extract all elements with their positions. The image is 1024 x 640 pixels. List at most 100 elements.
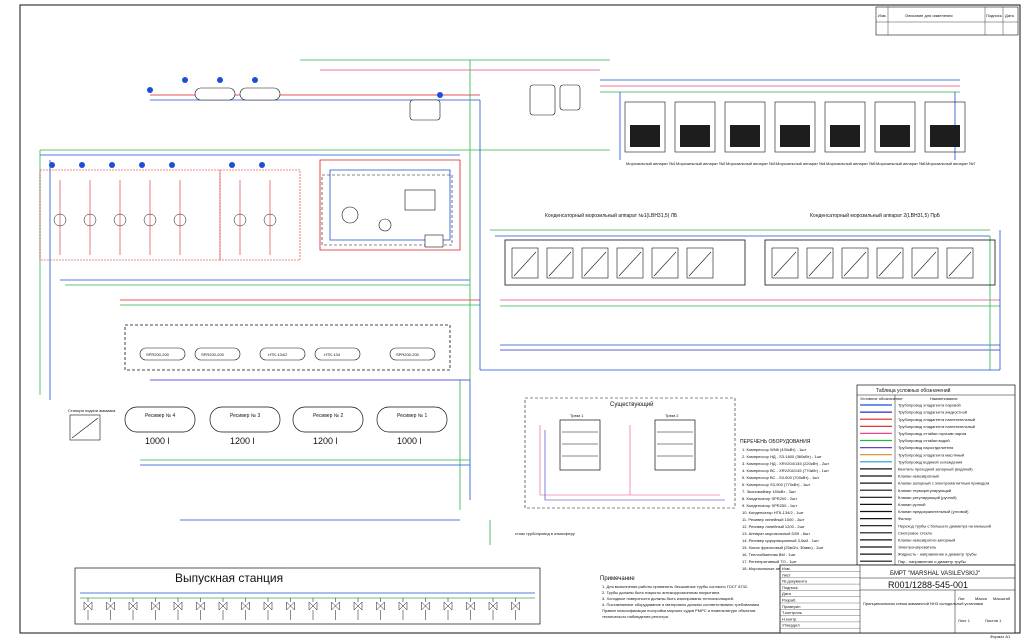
valve-icon (488, 601, 498, 611)
valve-icon (128, 601, 138, 611)
legend-item: Вентиль проходной запорный (водяной) (898, 467, 973, 472)
note-line: 3. Холодные поверхности должны быть изол… (602, 596, 734, 601)
equipment-item: 4. Компрессор ВС - XRV204/145 (770кВт) -… (742, 468, 829, 473)
freezer-unit: Морозильный аппарат №5 (824, 101, 876, 166)
scale-label: Масштаб (993, 596, 1011, 601)
condenser-label: HTK-134/2 (268, 352, 288, 357)
discharge-valve-row (83, 598, 520, 620)
receiver-name: Ресивер № 1 (397, 413, 427, 419)
central-package (321, 174, 453, 248)
existing-unit: Трюм 2 (654, 413, 696, 471)
equipment-item: 16. Теплообменник ВМ - 1шт (742, 552, 796, 557)
title-role: Утвердил (782, 623, 800, 628)
legend-item: Трубопровод водяной охлаждения (898, 459, 962, 464)
equipment-item: 17. Регенеративный ТО - 1шт (742, 559, 797, 564)
freezer-unit: Морозильный аппарат №2 (674, 101, 726, 166)
legend-item: Трубопровод хладагента паровой (898, 403, 961, 408)
valve-icon (263, 601, 273, 611)
freezer-unit: Морозильный аппарат №1 (624, 101, 676, 166)
equipment-item: 5. Компрессор ВС - S3-900 (700кВт) - 1шт (742, 475, 819, 480)
condenser-label: SPR200-200 (396, 352, 420, 357)
mass-label: Масса (975, 596, 988, 601)
legend-item: Переход трубы с большего диаметра на мен… (898, 523, 991, 528)
ammonia-supply-station: Станция подачи аммиака (68, 408, 116, 441)
legend-item: Трубопровод оттайки горячим паром (898, 431, 967, 436)
discharge-station-title: Выпускная станция (175, 571, 283, 585)
valve-icon (511, 601, 520, 611)
note-line: 4. Поставляемое оборудование и материалы… (602, 602, 759, 607)
valve-icon (376, 601, 385, 611)
freezer-label: Морозильный аппарат №2 (676, 161, 726, 166)
equipment-item: 11. Ресивер линейный 1000 - 2шт (742, 517, 805, 522)
condenser-label: HTK-134 (324, 352, 341, 357)
receiver-name: Ресивер № 3 (230, 413, 260, 419)
receiver: Ресивер № 4 1000 l (124, 406, 196, 446)
legend-item: Трубопровод хладагента нагнетательный (898, 424, 975, 429)
condenser-apparatus-2: Конденсаторный морозильный аппарат 2(LBH… (764, 212, 996, 286)
rev-col-description: Описание для изменения (905, 13, 953, 18)
note-line: 2. Трубы должны быть покрыты антикоррози… (602, 590, 720, 595)
condenser-bank: SPR200-200 SPR200-200 HTK-134/2 HTK-134 … (124, 324, 451, 371)
discharge-station: Выпускная станция стояк трубопровод в ат… (74, 531, 575, 625)
freezer-unit: Морозильный аппарат №6 (874, 101, 926, 166)
legend-item: Жидкость - направление и диаметр трубы (898, 552, 977, 557)
equipment-title: ПЕРЕЧЕНЬ ОБОРУДОВАНИЯ (740, 439, 811, 445)
receiver-name: Ресивер № 2 (313, 413, 343, 419)
receiver: Ресивер № 3 1200 l (209, 406, 281, 446)
freezer-unit: Морозильный аппарат №7 (924, 101, 976, 166)
legend-item: Клапан терморегулирующий (898, 488, 951, 493)
equipment-item: 6. Компрессор S3-900 (770кВт) - 1шт (742, 482, 810, 487)
format-label: Формат А1 (990, 634, 1011, 639)
valve-icon (421, 601, 430, 611)
vent-note: стояк трубопровод в атмосферу (515, 531, 575, 536)
rev-col-change: Изм. (878, 13, 887, 18)
equipment-item: 2. Компрессор НД - S3-1600 (360кВт) - 1ш… (742, 454, 822, 459)
title-role: Дата (782, 591, 792, 596)
legend-item: Клапан запорный с электромагнитным приво… (898, 481, 989, 486)
valve-icon (106, 601, 115, 611)
legend-item: Клапан невозвратный (898, 474, 939, 479)
equipment-item: 9. Конденсатор SPR250 - 1шт (742, 503, 797, 508)
freezer-label: Морозильный аппарат №6 (876, 161, 926, 166)
legend-col-name: Наименование (930, 396, 959, 401)
receiver-bank: Ресивер № 4 1000 l Ресивер № 3 1200 l Ре… (124, 406, 448, 446)
condenser-apparatus-1: Конденсаторный морозильный аппарат №1(LB… (504, 212, 746, 286)
drawing-number: R001/1288-545-001 (888, 580, 968, 590)
existing-unit-label: Трюм 2 (665, 413, 679, 418)
valve-icon (83, 601, 93, 611)
receiver: Ресивер № 2 1200 l (292, 406, 364, 446)
legend-item: Клапан невозвратно-запорный (898, 538, 955, 543)
title-role: Изм. (782, 566, 791, 571)
title-role: Т.контроль (782, 610, 802, 615)
freezer-label: Морозильный аппарат №1 (626, 161, 676, 166)
note-line: 1. Для выполнения работы применить бесшо… (602, 584, 748, 589)
existing-label: Существующий (610, 401, 653, 408)
condenser-title: Конденсаторный морозильный аппарат 2(LBH… (810, 212, 941, 219)
legend-item: Трубопровод хладагента жидкостной (898, 410, 967, 415)
valve-icon (331, 601, 340, 611)
valve-icon (196, 601, 205, 611)
title-role: Проверил (782, 604, 801, 609)
existing-unit: Трюм 1 (559, 413, 601, 471)
legend-item: Трубопровод хладагента масляный (898, 452, 964, 457)
valve-icon (241, 601, 250, 611)
title-role: Лист (782, 572, 791, 577)
drawing-frame (19, 4, 1021, 634)
freezer-label: Морозильный аппарат №5 (826, 161, 876, 166)
receiver-volume: 1000 l (145, 436, 170, 446)
piping-network (39, 59, 1001, 545)
receiver-name: Ресивер № 4 (145, 413, 175, 419)
legend-item: Пар - направление и диаметр трубы (898, 559, 966, 564)
legend-item: Фильтр (898, 516, 912, 521)
drawing-title: Принципиальная схема аммиачной NH3 холод… (863, 601, 983, 606)
legend-item: Электронагреватель (898, 545, 936, 550)
small-device-label: Станция подачи аммиака (68, 408, 116, 413)
equipment-list: ПЕРЕЧЕНЬ ОБОРУДОВАНИЯ 1. Компрессор WN6 … (740, 439, 829, 571)
equipment-item: 10. Конденсатор НТК-134/2 - 1шт (742, 510, 804, 515)
legend-item: Клапан предохранительный (угловой) (898, 509, 969, 514)
title-role: Подпись (782, 585, 798, 590)
sheets-label: Листов 1 (985, 618, 1002, 623)
legend-table: Таблица условных обозначений Условное об… (856, 384, 1016, 566)
freezer-label: Морозильный аппарат №4 (776, 161, 826, 166)
note-line: Правил классификации постройки морских с… (602, 608, 755, 613)
